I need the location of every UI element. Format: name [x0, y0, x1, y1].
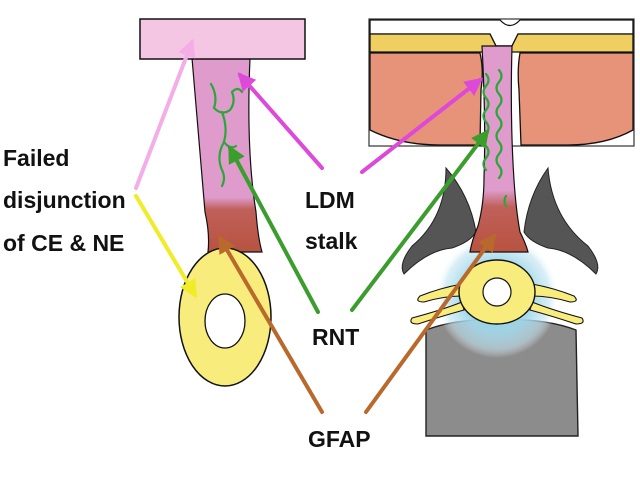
- arrow-ldm-stalk-left: [237, 72, 324, 170]
- arrow-failed-disjunction-pink: [134, 38, 196, 190]
- right-muscle-right: [517, 52, 634, 146]
- right-spinal-cord: [410, 259, 584, 325]
- annotation-arrows: [134, 38, 497, 414]
- arrow-gfap-left: [218, 234, 324, 414]
- label-ldm: LDM: [305, 187, 355, 213]
- arrow-rnt-right: [350, 129, 490, 312]
- arrow-ldm-stalk-right: [360, 77, 483, 174]
- label-of-ce-ne: of CE & NE: [3, 230, 124, 256]
- right-schematic: [368, 18, 635, 437]
- arrow-gfap-right: [364, 233, 497, 414]
- label-failed: Failed: [3, 145, 69, 171]
- left-schematic: [139, 18, 306, 387]
- arrow-failed-disjunction-yellow: [134, 194, 197, 299]
- right-dermis: [369, 33, 634, 53]
- left-skin-plate: [139, 18, 306, 60]
- right-fibers: [482, 68, 508, 208]
- label-rnt: RNT: [312, 324, 359, 350]
- label-stalk: stalk: [305, 228, 358, 254]
- right-muscle-left: [369, 52, 483, 146]
- right-paraspinal-tissue-2: [523, 166, 599, 275]
- left-stalk: [191, 57, 263, 253]
- label-gfap: GFAP: [308, 426, 371, 452]
- right-paraspinal-tissue: [401, 166, 477, 275]
- label-disjunction: disjunction: [3, 187, 126, 213]
- labels: Failed disjunction of CE & NE LDM stalk …: [3, 145, 371, 452]
- left-central-canal: [204, 293, 246, 349]
- arrow-rnt-left: [228, 144, 320, 314]
